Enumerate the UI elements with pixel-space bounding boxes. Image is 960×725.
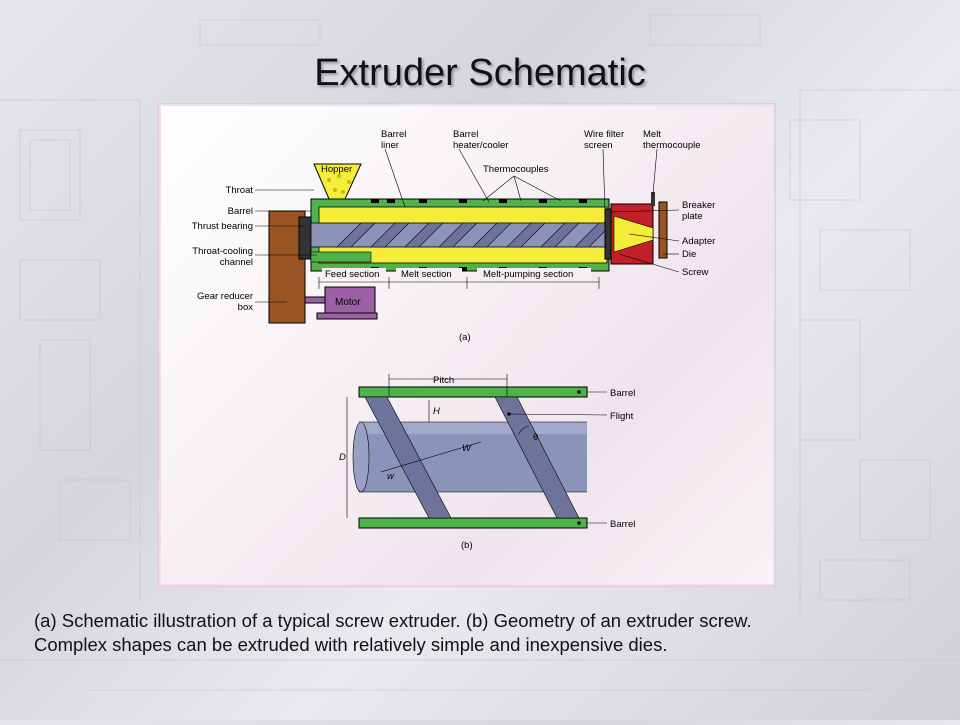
- figure-caption: (a) Schematic illustration of a typical …: [34, 609, 934, 657]
- flight-1: [364, 396, 452, 519]
- pitch-label: Pitch: [433, 375, 454, 386]
- melt-pumping-label: Melt-pumping section: [483, 269, 573, 280]
- hopper-label: Hopper: [321, 164, 352, 175]
- screw-geometry-diagram: Pitch Barrel Flight Barrel H D W w θ (b): [339, 374, 635, 551]
- breaker-label-2: plate: [682, 211, 703, 222]
- gear-reducer-label-1: Gear reducer: [197, 291, 253, 302]
- gear-reducer-label-2: box: [238, 302, 254, 313]
- slide-title: Extruder Schematic: [314, 52, 646, 94]
- caption-line-1: (a) Schematic illustration of a typical …: [34, 610, 752, 631]
- barrel-bottom-label: Barrel: [610, 519, 635, 530]
- w-capital-label: W: [462, 443, 472, 454]
- flight-2: [494, 396, 580, 519]
- throat-cooling-label-2: channel: [220, 257, 253, 268]
- theta-label: θ: [533, 432, 538, 443]
- figure-panel: Feed section Melt section Melt-pumping s…: [158, 103, 776, 587]
- barrel-heater-label-2: heater/cooler: [453, 140, 508, 151]
- breaker-plate: [604, 208, 612, 260]
- caption-line-2: Complex shapes can be extruded with rela…: [34, 634, 668, 655]
- melt-thermo-label-2: thermocouple: [643, 140, 701, 151]
- adapter-label: Adapter: [682, 236, 715, 247]
- feed-section-label: Feed section: [325, 269, 379, 280]
- thrust-bearing-label: Thrust bearing: [192, 221, 253, 232]
- barrel-top: [358, 386, 588, 398]
- figure-b-sublabel: (b): [461, 540, 473, 551]
- wire-filter-label-1: Wire filter: [584, 129, 624, 140]
- w-small-label: w: [387, 471, 395, 482]
- barrel-heater-label-1: Barrel: [453, 129, 478, 140]
- motor-box: [324, 286, 376, 315]
- barrel-label: Barrel: [228, 206, 253, 217]
- thermocouples-label: Thermocouples: [483, 164, 549, 175]
- thrust-bearing: [298, 216, 312, 260]
- extruder-schematic: Feed section Melt section Melt-pumping s…: [192, 129, 716, 343]
- h-dimension-label: H: [433, 406, 440, 417]
- throat-cooling-channel: [310, 251, 372, 263]
- d-dimension-label: D: [339, 452, 346, 463]
- wire-filter-label-2: screen: [584, 140, 613, 151]
- throat-cooling-label-1: Throat-cooling: [192, 246, 253, 257]
- figure-a-sublabel: (a): [459, 332, 471, 343]
- screw-label: Screw: [682, 267, 709, 278]
- barrel-liner-label-2: liner: [381, 140, 399, 151]
- gear-reducer-box: [268, 210, 306, 324]
- barrel-top-label: Barrel: [610, 388, 635, 399]
- throat-label: Throat: [226, 185, 254, 196]
- motor-label: Motor: [335, 297, 361, 308]
- melt-thermo-label-1: Melt: [643, 129, 661, 140]
- barrel-liner-label-1: Barrel: [381, 129, 406, 140]
- die: [613, 215, 654, 253]
- die-label: Die: [682, 249, 696, 260]
- screw-flights: [336, 222, 608, 248]
- melt-section-label: Melt section: [401, 269, 452, 280]
- hopper: [313, 163, 362, 200]
- barrel-bottom: [358, 517, 588, 529]
- flight-label: Flight: [610, 411, 634, 422]
- breaker-label-1: Breaker: [682, 200, 715, 211]
